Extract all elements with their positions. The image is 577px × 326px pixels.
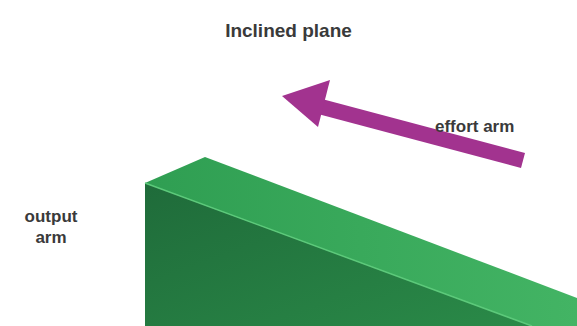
wedge-top-face <box>145 157 577 326</box>
effort-label: effort arm <box>435 116 514 137</box>
diagram-title: Inclined plane <box>0 20 577 42</box>
output-label: output arm <box>12 206 90 248</box>
effort-arrow <box>282 80 525 168</box>
wedge-edge <box>145 183 532 326</box>
wedge-front-face <box>145 183 532 326</box>
